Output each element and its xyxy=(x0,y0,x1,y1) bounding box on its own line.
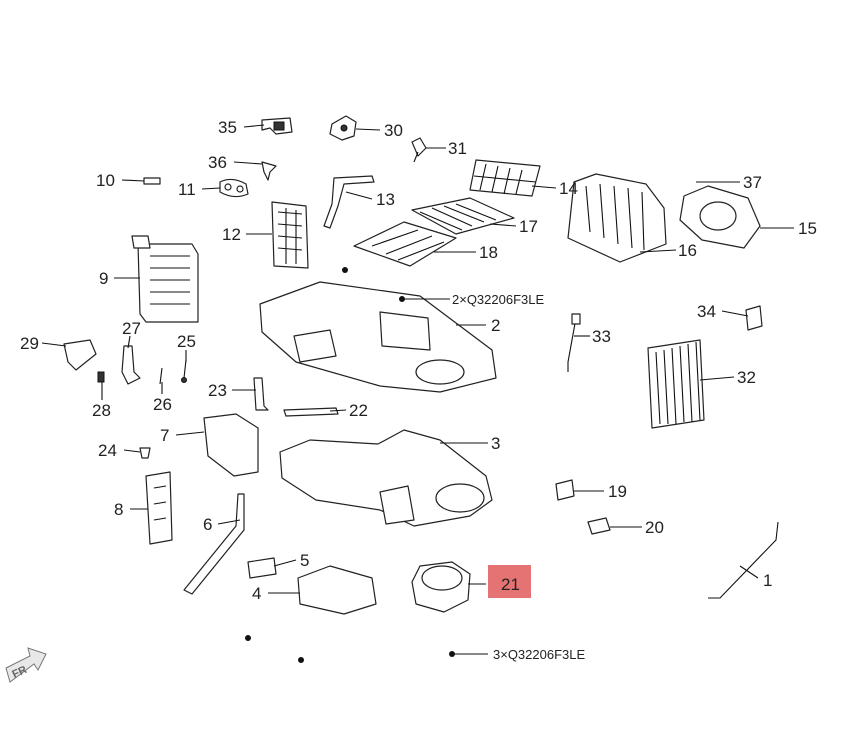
callout-24: 24 xyxy=(98,441,117,460)
front-direction-label: FR xyxy=(10,664,28,681)
callout-3: 3 xyxy=(491,434,500,453)
screw-dot-lower xyxy=(449,651,455,657)
part-21-blower-motor xyxy=(411,561,471,613)
fastener-dot xyxy=(298,657,304,663)
part-2-upper-case xyxy=(259,281,497,393)
part-34-clip xyxy=(745,305,763,331)
part-11-seal xyxy=(219,178,249,198)
part-7-duct xyxy=(203,413,259,477)
callout-10: 10 xyxy=(96,171,115,190)
part-1-harness xyxy=(708,521,779,599)
callout-35: 35 xyxy=(218,118,237,137)
part-6-hose xyxy=(183,493,245,595)
part-36-pin xyxy=(261,161,277,181)
part-32-evaporator xyxy=(647,339,705,429)
callout-33: 33 xyxy=(592,327,611,346)
callout-8: 8 xyxy=(114,500,123,519)
part-19-connector xyxy=(555,479,575,501)
part-30-bracket xyxy=(329,115,357,141)
callout-31: 31 xyxy=(448,139,467,158)
callout-17: 17 xyxy=(519,217,538,236)
part-26-pin xyxy=(159,367,163,385)
part-4-lower-duct xyxy=(297,565,377,615)
part-14-grille xyxy=(469,159,541,197)
callout-36: 36 xyxy=(208,153,227,172)
part-20-resistor xyxy=(587,517,611,535)
part-15-motor xyxy=(679,185,761,249)
callout-32: 32 xyxy=(737,368,756,387)
part-18-frame xyxy=(353,221,457,267)
part-12-filter xyxy=(271,201,309,269)
leader-lines xyxy=(41,124,794,655)
part-22-rod xyxy=(283,407,339,417)
part-28-pin xyxy=(97,371,105,383)
callout-21-highlight xyxy=(488,565,531,598)
callout-11: 11 xyxy=(178,180,196,199)
part-17-cabin-filter xyxy=(411,197,515,235)
part-33-sensor xyxy=(567,313,581,372)
callout-2: 2 xyxy=(491,316,500,335)
callout-37: 37 xyxy=(743,173,762,192)
screw-note-lower: 3×Q32206F3LE xyxy=(493,647,585,662)
part-9-heater-core xyxy=(131,235,199,323)
part-27-lever xyxy=(121,345,141,385)
part-23-bracket xyxy=(253,377,269,411)
callout-28: 28 xyxy=(92,401,111,420)
callout-29: 29 xyxy=(20,334,39,353)
fastener-dot xyxy=(245,635,251,641)
callout-19: 19 xyxy=(608,482,627,501)
callout-7: 7 xyxy=(160,426,169,445)
callout-15: 15 xyxy=(798,219,817,238)
part-3-lower-case xyxy=(279,429,493,527)
part-10-screw xyxy=(143,177,161,185)
callout-12: 12 xyxy=(222,225,241,244)
callout-6: 6 xyxy=(203,515,212,534)
callout-25: 25 xyxy=(177,332,196,351)
callout-1: 1 xyxy=(763,571,772,590)
screw-dot-upper xyxy=(399,296,405,302)
callout-34: 34 xyxy=(697,302,716,321)
callout-4: 4 xyxy=(252,584,261,603)
callout-14: 14 xyxy=(559,179,578,198)
callout-16: 16 xyxy=(678,241,697,260)
part-8-panel xyxy=(145,471,173,545)
callout-27: 27 xyxy=(122,319,141,338)
callout-26: 26 xyxy=(153,395,172,414)
callout-20: 20 xyxy=(645,518,664,537)
part-35-clip xyxy=(261,117,293,135)
screw-note-upper: 2×Q32206F3LE xyxy=(452,292,544,307)
callout-9: 9 xyxy=(99,269,108,288)
part-13-pipe xyxy=(323,175,375,229)
callout-18: 18 xyxy=(479,243,498,262)
callout-30: 30 xyxy=(384,121,403,140)
front-direction-arrow: FR xyxy=(5,647,47,683)
part-31-sensor xyxy=(411,137,427,163)
part-5-clip xyxy=(247,557,277,579)
callout-21: 21 xyxy=(501,575,520,594)
callout-22: 22 xyxy=(349,401,368,420)
callout-23: 23 xyxy=(208,381,227,400)
callout-13: 13 xyxy=(376,190,395,209)
callout-5: 5 xyxy=(300,551,309,570)
part-29-arm xyxy=(63,339,97,371)
part-16-housing xyxy=(567,173,667,263)
part-25-pin xyxy=(181,359,187,383)
fastener-dot xyxy=(342,267,348,273)
part-24-screw xyxy=(139,447,151,459)
